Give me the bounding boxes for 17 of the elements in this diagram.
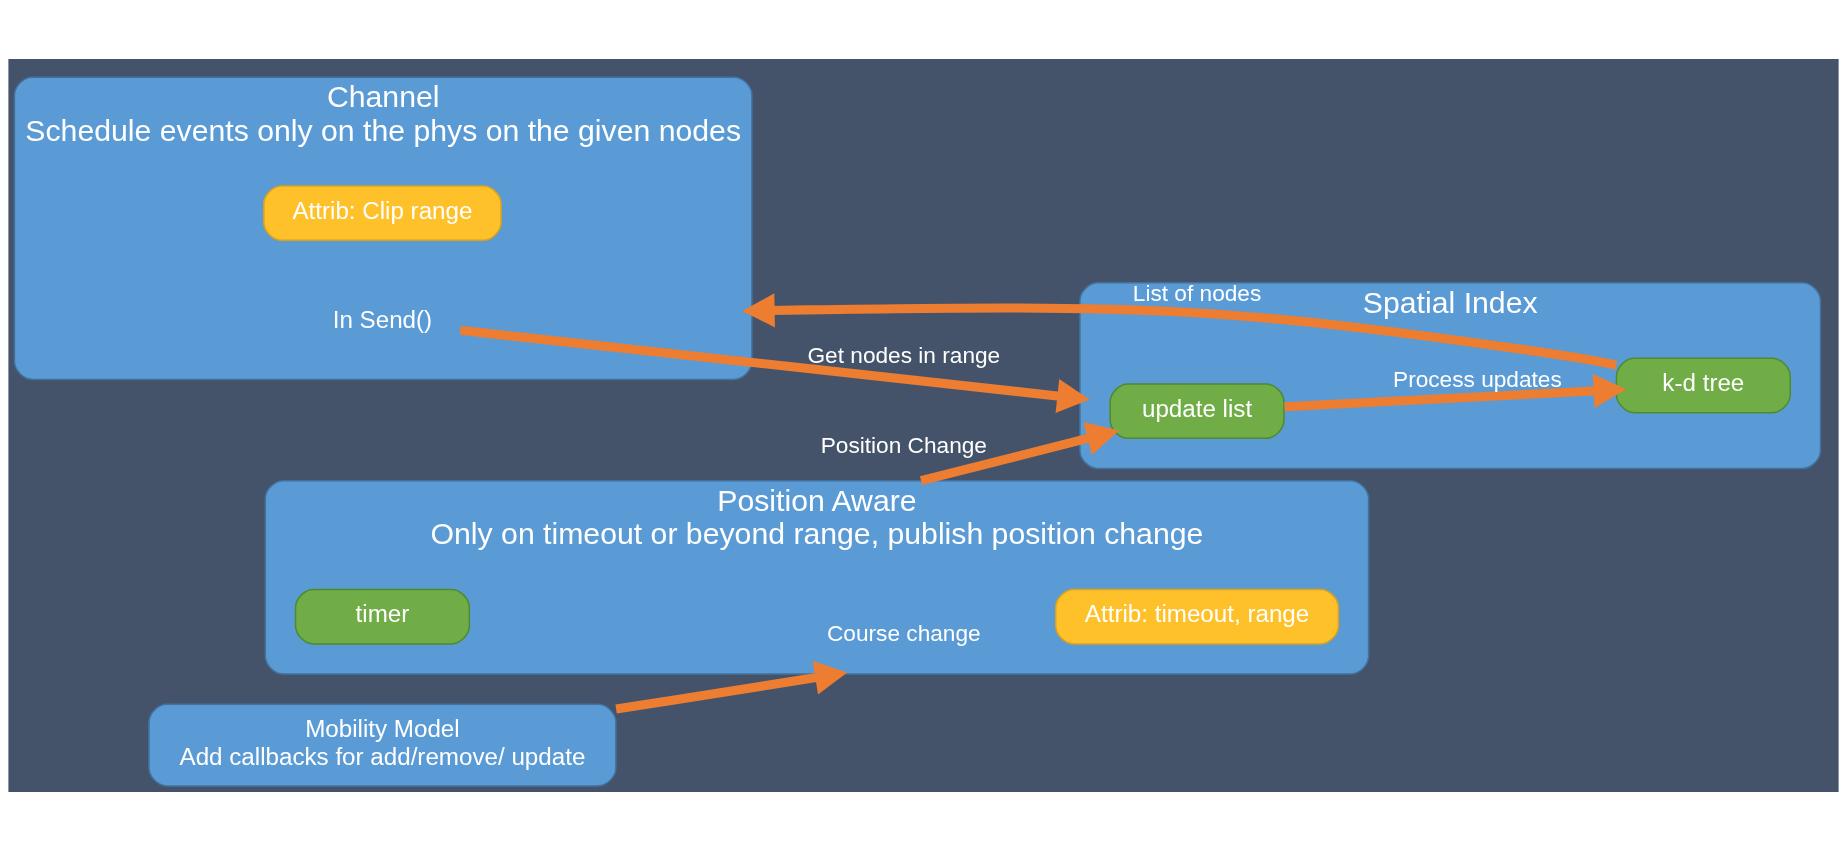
arrow xyxy=(459,325,1090,413)
edge-label: List of nodes xyxy=(1132,279,1262,306)
node-box: timer xyxy=(294,588,471,645)
arrow xyxy=(1284,373,1626,412)
arrow xyxy=(742,293,1618,370)
edge-label: Position Change xyxy=(820,432,987,459)
edge-label: Get nodes in range xyxy=(807,341,1001,368)
edge-label: Course change xyxy=(827,619,981,646)
node-box: k-d tree xyxy=(1615,357,1791,414)
node-box: update list xyxy=(1109,383,1285,440)
arrow xyxy=(919,421,1120,486)
node-text: In Send() xyxy=(332,305,433,333)
node-box: Attrib: timeout, range xyxy=(1055,588,1340,645)
arrow xyxy=(615,660,848,714)
edge-label: Process updates xyxy=(1393,365,1562,392)
node-box: Attrib: Clip range xyxy=(263,185,502,242)
node-box: Mobility Model Add callbacks for add/remove/ update xyxy=(148,703,617,787)
